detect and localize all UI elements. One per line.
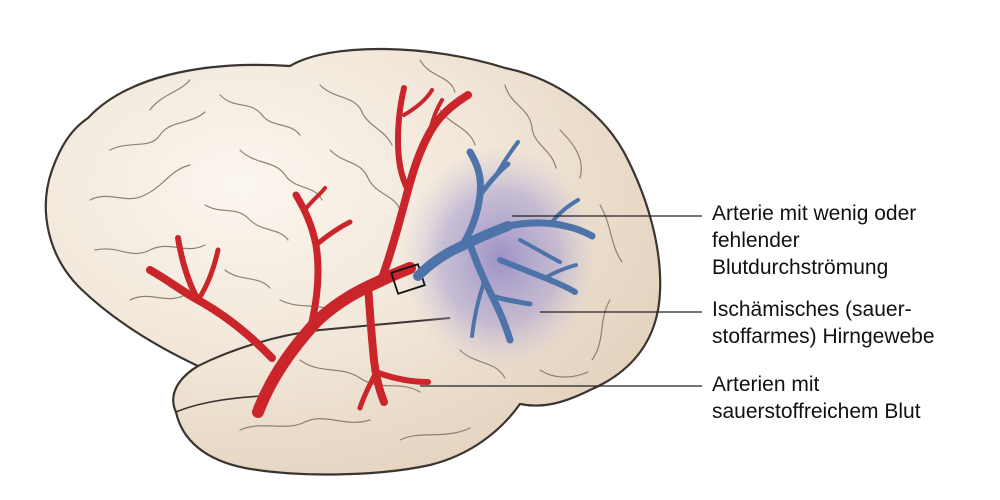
label-occluded-artery-line-1: Arterie mit wenig oder: [712, 202, 917, 225]
leader-lines: [420, 215, 702, 387]
brain-sulci: [89, 59, 623, 441]
label-occluded-artery-line-2: fehlender: [712, 229, 800, 252]
lateral-fissure: [197, 317, 451, 367]
label-oxygenated-arteries-line-2: sauerstoffreichem Blut: [712, 400, 921, 423]
label-ischemic-tissue: Ischämisches (sauer- stoffarmes) Hirngew…: [712, 296, 935, 350]
label-ischemic-tissue-line-1: Ischämisches (sauer-: [712, 298, 912, 321]
label-oxygenated-arteries: Arterien mit sauerstoffreichem Blut: [712, 371, 921, 425]
label-ischemic-tissue-line-2: stoffarmes) Hirngewebe: [712, 325, 935, 348]
label-oxygenated-arteries-line-1: Arterien mit: [712, 373, 820, 396]
temporal-lobe-edge: [175, 395, 263, 413]
vein-tree: [413, 140, 596, 344]
label-occluded-artery: Arterie mit wenig oder fehlender Blutdur…: [712, 200, 916, 281]
label-occluded-artery-line-3: Blutdurchströmung: [712, 256, 889, 279]
